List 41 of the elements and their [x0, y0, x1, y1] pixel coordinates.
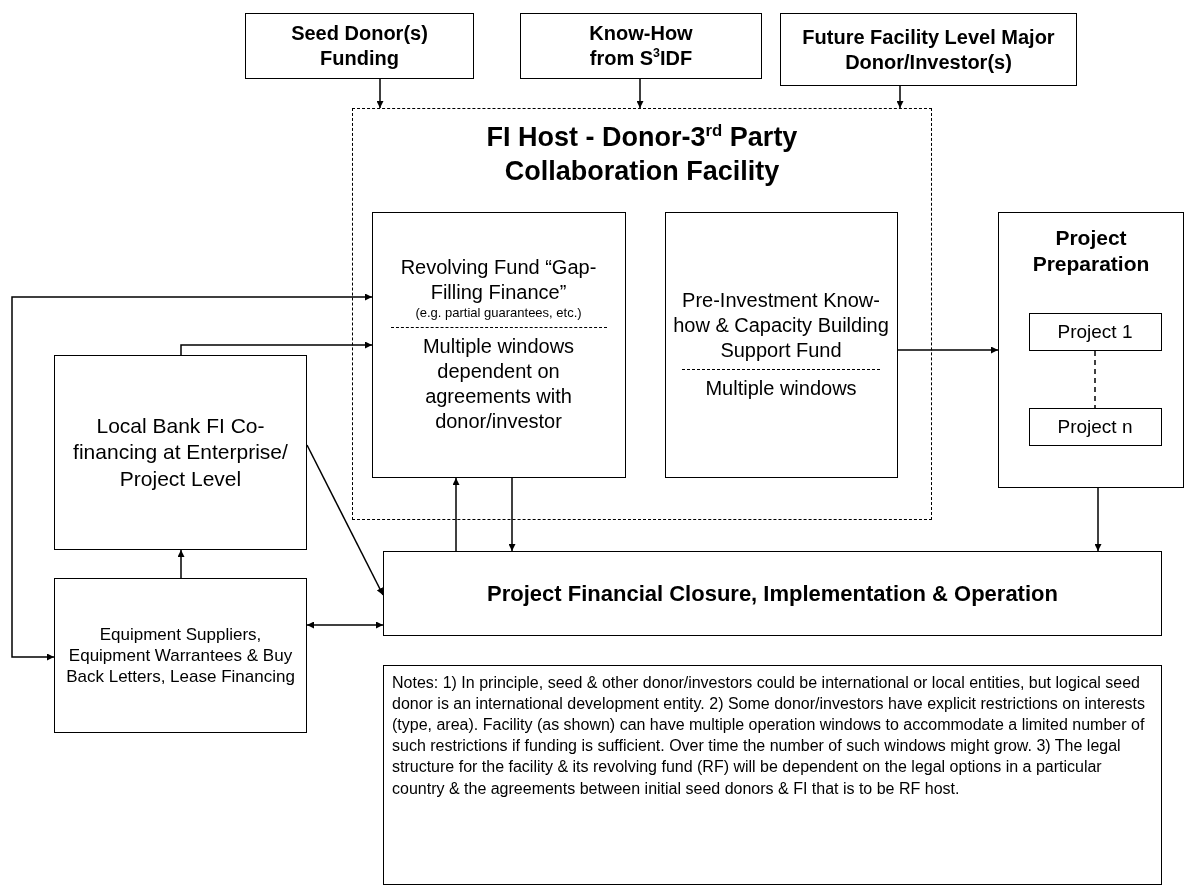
box-text: Pre-Investment Know-how & Capacity Building Support Fund	[672, 288, 890, 363]
arrow	[452, 477, 460, 552]
box-text: Revolving Fund “Gap-Filling Finance”	[399, 254, 598, 305]
connector-line	[1094, 350, 1096, 409]
box-text: Project 1	[1057, 319, 1133, 344]
preparation-group	[998, 212, 1184, 488]
arrow	[896, 85, 904, 109]
supplier-box	[54, 578, 307, 733]
box-text: Future Facility Level Major Donor/Investor(s)	[801, 24, 1056, 75]
fund-box	[664, 211, 898, 478]
box-text: Seed Donor(s) Funding	[290, 21, 429, 71]
arrow	[306, 444, 384, 596]
arrow	[636, 78, 644, 109]
box-text: (e.g. partial guarantees, etc.)	[415, 304, 582, 322]
arrow	[897, 346, 999, 354]
project-box	[1028, 312, 1162, 351]
facility-group	[352, 108, 932, 520]
box-text: Local Bank FI Co-financing at Enterprise/ Project Level	[72, 413, 289, 492]
input-box	[780, 13, 1077, 86]
fund-box	[371, 211, 626, 478]
box-text: Multiple windows	[682, 369, 880, 401]
arrow	[11, 293, 373, 661]
arrow	[376, 78, 384, 109]
notes-text: Notes: 1) In principle, seed & other donor/investors could be international or local entities, but logical seed donor is an international development entity. 2) Some donor/investors have explicit restrictions on interests (type, area). Facility (as shown) can have multiple operation windows to accommodate a limited number of such restrictions if funding is sufficient. Over time the number of such windows might grow. 3) The legal structure for the facility & its revolving fund (RF) will be dependent on the legal options in a particular country & the agreements between initial seed donors & FI that is to be RF host.	[383, 665, 1162, 885]
group-title: FI Host - Donor-3$^{rd}$ Party Collaboration Facility	[485, 121, 799, 188]
arrow	[177, 549, 185, 579]
box-text: Equipment Suppliers, Equipment Warrantees & Buy Back Letters, Lease Financing	[65, 623, 296, 688]
arrow	[180, 341, 373, 356]
box-text: Project n	[1057, 414, 1133, 439]
project-box	[1028, 407, 1162, 446]
input-box	[245, 13, 474, 79]
operation-box	[383, 551, 1162, 636]
arrow	[306, 621, 384, 629]
input-box	[520, 13, 762, 79]
box-text: Know-How from S$^{3}$IDF	[588, 21, 694, 71]
box-text: Project Financial Closure, Implementation & Operation	[487, 579, 1058, 608]
group-title: Project Preparation	[1031, 225, 1151, 278]
box-text: Multiple windows dependent on agreements with donor/investor	[390, 327, 607, 435]
arrow	[508, 477, 516, 552]
arrow	[1094, 487, 1102, 552]
bank-box	[54, 355, 307, 550]
